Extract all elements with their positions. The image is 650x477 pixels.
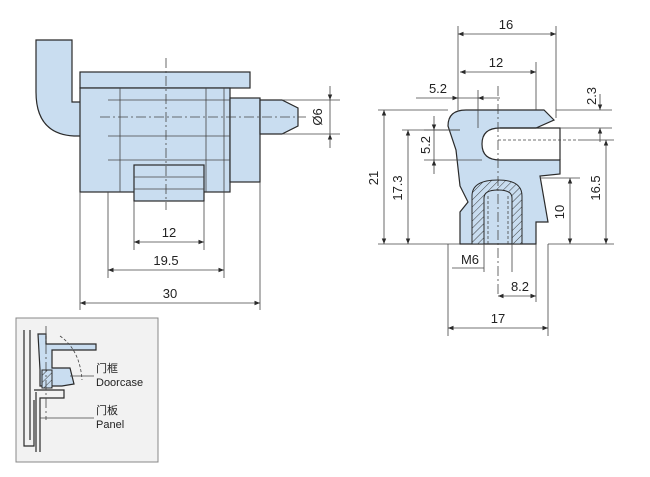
dim-30: 30 bbox=[163, 286, 177, 301]
installation-inset: 门框 Doorcase 门板 Panel bbox=[15, 317, 159, 463]
label-doorcase-en: Doorcase bbox=[96, 377, 143, 389]
top-bar bbox=[79, 71, 251, 89]
dim-5-2-vert: 5.2 bbox=[418, 136, 433, 154]
dim-2-3: 2.3 bbox=[584, 87, 599, 105]
dim-12-front: 12 bbox=[162, 225, 176, 240]
dim-21: 21 bbox=[366, 171, 381, 185]
bottom-tab bbox=[133, 164, 205, 202]
dim-5-2-top: 5.2 bbox=[429, 81, 447, 96]
dim-16: 16 bbox=[499, 17, 513, 32]
front-view: 12 19.5 30 Ø6 bbox=[35, 39, 340, 310]
dim-16-5: 16.5 bbox=[588, 175, 603, 200]
dim-10: 10 bbox=[552, 205, 567, 219]
dim-17-3: 17.3 bbox=[390, 175, 405, 200]
dim-12-side: 12 bbox=[489, 55, 503, 70]
dim-19-5: 19.5 bbox=[153, 253, 178, 268]
body-neck bbox=[229, 97, 261, 183]
latch-profile bbox=[447, 109, 561, 245]
label-panel-cn: 门板 bbox=[96, 403, 118, 417]
label-panel-en: Panel bbox=[96, 419, 124, 431]
label-doorcase-cn: 门框 bbox=[96, 361, 118, 375]
dim-8-2: 8.2 bbox=[511, 279, 529, 294]
side-view: 16 12 5.2 2.3 21 17.3 5.2 bbox=[366, 17, 614, 336]
dim-17: 17 bbox=[491, 311, 505, 326]
dim-phi6: Ø6 bbox=[310, 108, 325, 125]
thread-m6: M6 bbox=[461, 252, 479, 267]
